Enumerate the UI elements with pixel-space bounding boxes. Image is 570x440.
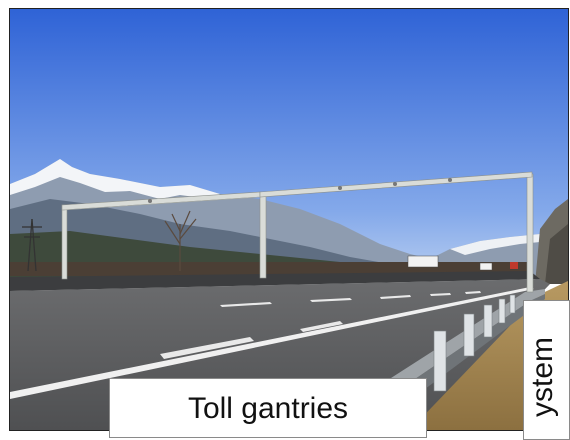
power-pylon	[22, 218, 42, 272]
bare-tree	[164, 210, 197, 271]
rock-cliff-shade	[545, 224, 568, 284]
truck-red	[510, 262, 518, 269]
photo-frame	[9, 8, 569, 431]
side-label-box: ystem	[523, 300, 570, 440]
gantry-sensors	[148, 178, 452, 203]
highway-photo	[10, 9, 568, 430]
snow-caps	[10, 159, 220, 199]
lane-markings	[160, 291, 481, 359]
caption-label: Toll gantries	[187, 392, 349, 425]
truck	[407, 255, 493, 271]
guard-posts	[433, 294, 516, 392]
road-edge-line	[10, 287, 534, 399]
side-label: ystem	[526, 336, 559, 417]
caption-box: Toll gantries	[109, 378, 427, 438]
road-shoulder-far	[10, 271, 540, 291]
